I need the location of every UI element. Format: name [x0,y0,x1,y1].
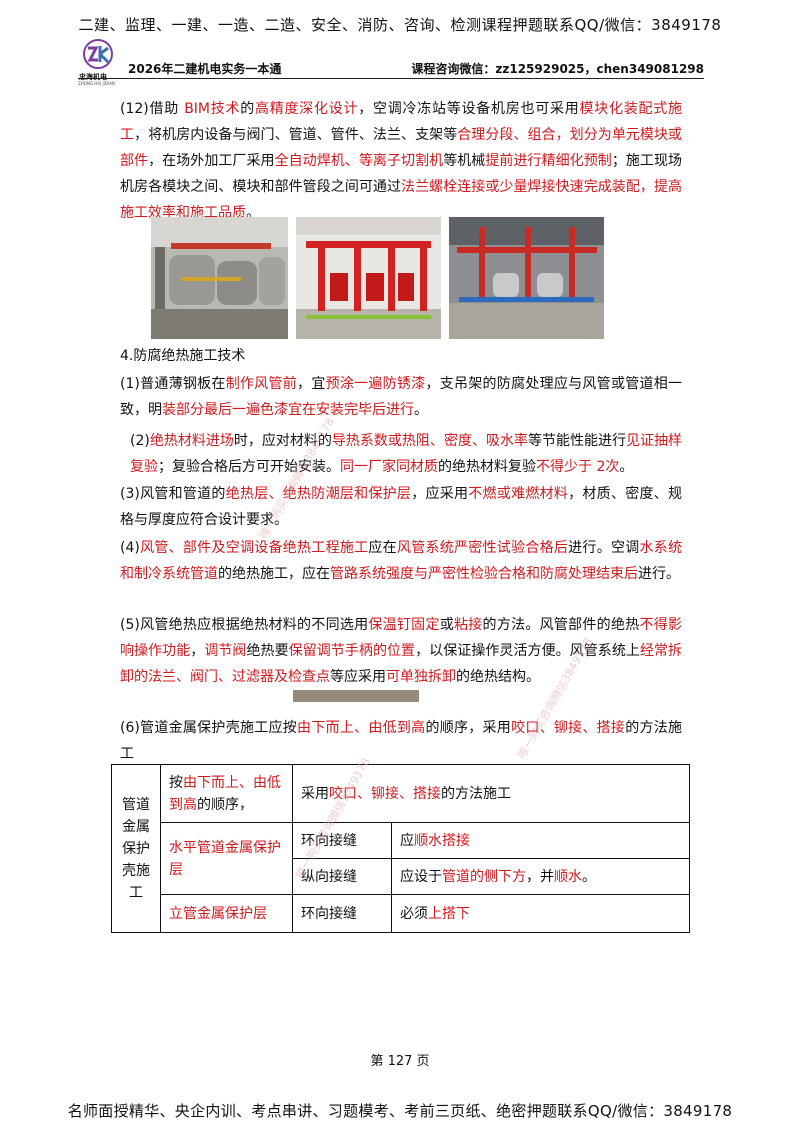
photo-red-pipes [296,217,441,339]
protective-shell-table: 管道金属保护壳施工 按由下而上、由低到高的顺序， 采用咬口、铆接、搭接的方法施工… [111,764,690,933]
photo-machine-room [151,217,288,339]
cell-horizontal-pipe: 水平管道金属保护层 [160,822,293,895]
paragraph-6: (6)管道金属保护壳施工应按由下而上、由低到高的顺序，采用咬口、铆接、搭接的方法… [120,720,683,762]
cell-ring-seam-v-rule: 必须上搭下 [391,894,690,933]
footer-banner: 名师面授精华、央企内训、考点串讲、习题模考、考前三页纸、绝密押题联系QQ/微信：… [67,1102,733,1120]
paragraph-4: (4)风管、部件及空调设备绝热工程施工应在风管系统严密性试验合格后进行。空调水系… [120,540,683,582]
cell-ring-seam-h: 环向接缝 [292,822,392,859]
paragraph-12: (12)借助 BIM技术的高精度深化设计，空调冷冻站等设备机房也可采用模块化装配… [120,101,683,221]
image-fragment [293,690,419,702]
photo-pump-room [449,217,604,339]
cell-ring-seam-h-rule: 应顺水搭接 [391,822,690,859]
section-title: 4.防腐绝热施工技术 [120,348,246,364]
logo-caption: 忠海机电 [79,73,107,81]
header-contact: 课程咨询微信：zz125929025，chen349081298 [411,62,704,76]
book-title: 2026年二建机电实务一本通 [128,62,282,76]
top-banner: 二建、监理、一建、一造、二造、安全、消防、咨询、检测课程押题联系QQ/微信：38… [78,16,722,34]
paragraph-5: (5)风管绝热应根据绝热材料的不同选用保温钉固定或粘接的方法。风管部件的绝热不得… [120,617,683,685]
page-header: 忠海机电 ZHONG HAI JIDIAN 2026年二建机电实务一本通 课程咨… [78,38,704,86]
table-row-header: 管道金属保护壳施工 [111,764,161,933]
photo-strip [151,217,604,339]
cell-longitudinal-seam-rule: 应设于管道的侧下方，并顺水。 [391,858,690,895]
logo-subcaption: ZHONG HAI JIDIAN [78,81,115,86]
paragraph-2: (2)绝热材料进场时，应对材料的导热系数或热阻、密度、吸水率等节能性能进行见证抽… [130,433,683,475]
cell-vertical-pipe: 立管金属保护层 [160,894,293,933]
cell-ring-seam-v: 环向接缝 [292,894,392,933]
paragraph-3: (3)风管和管道的绝热层、绝热防潮层和保护层，应采用不燃或难燃材料，材质、密度、… [120,486,683,528]
page-number: 第 127 页 [370,1054,430,1069]
logo-icon [83,39,113,69]
cell-order: 按由下而上、由低到高的顺序， [160,764,293,823]
paragraph-1: (1)普通薄钢板在制作风管前，宜预涂一遍防锈漆，支吊架的防腐处理应与风管或管道相… [120,376,683,418]
